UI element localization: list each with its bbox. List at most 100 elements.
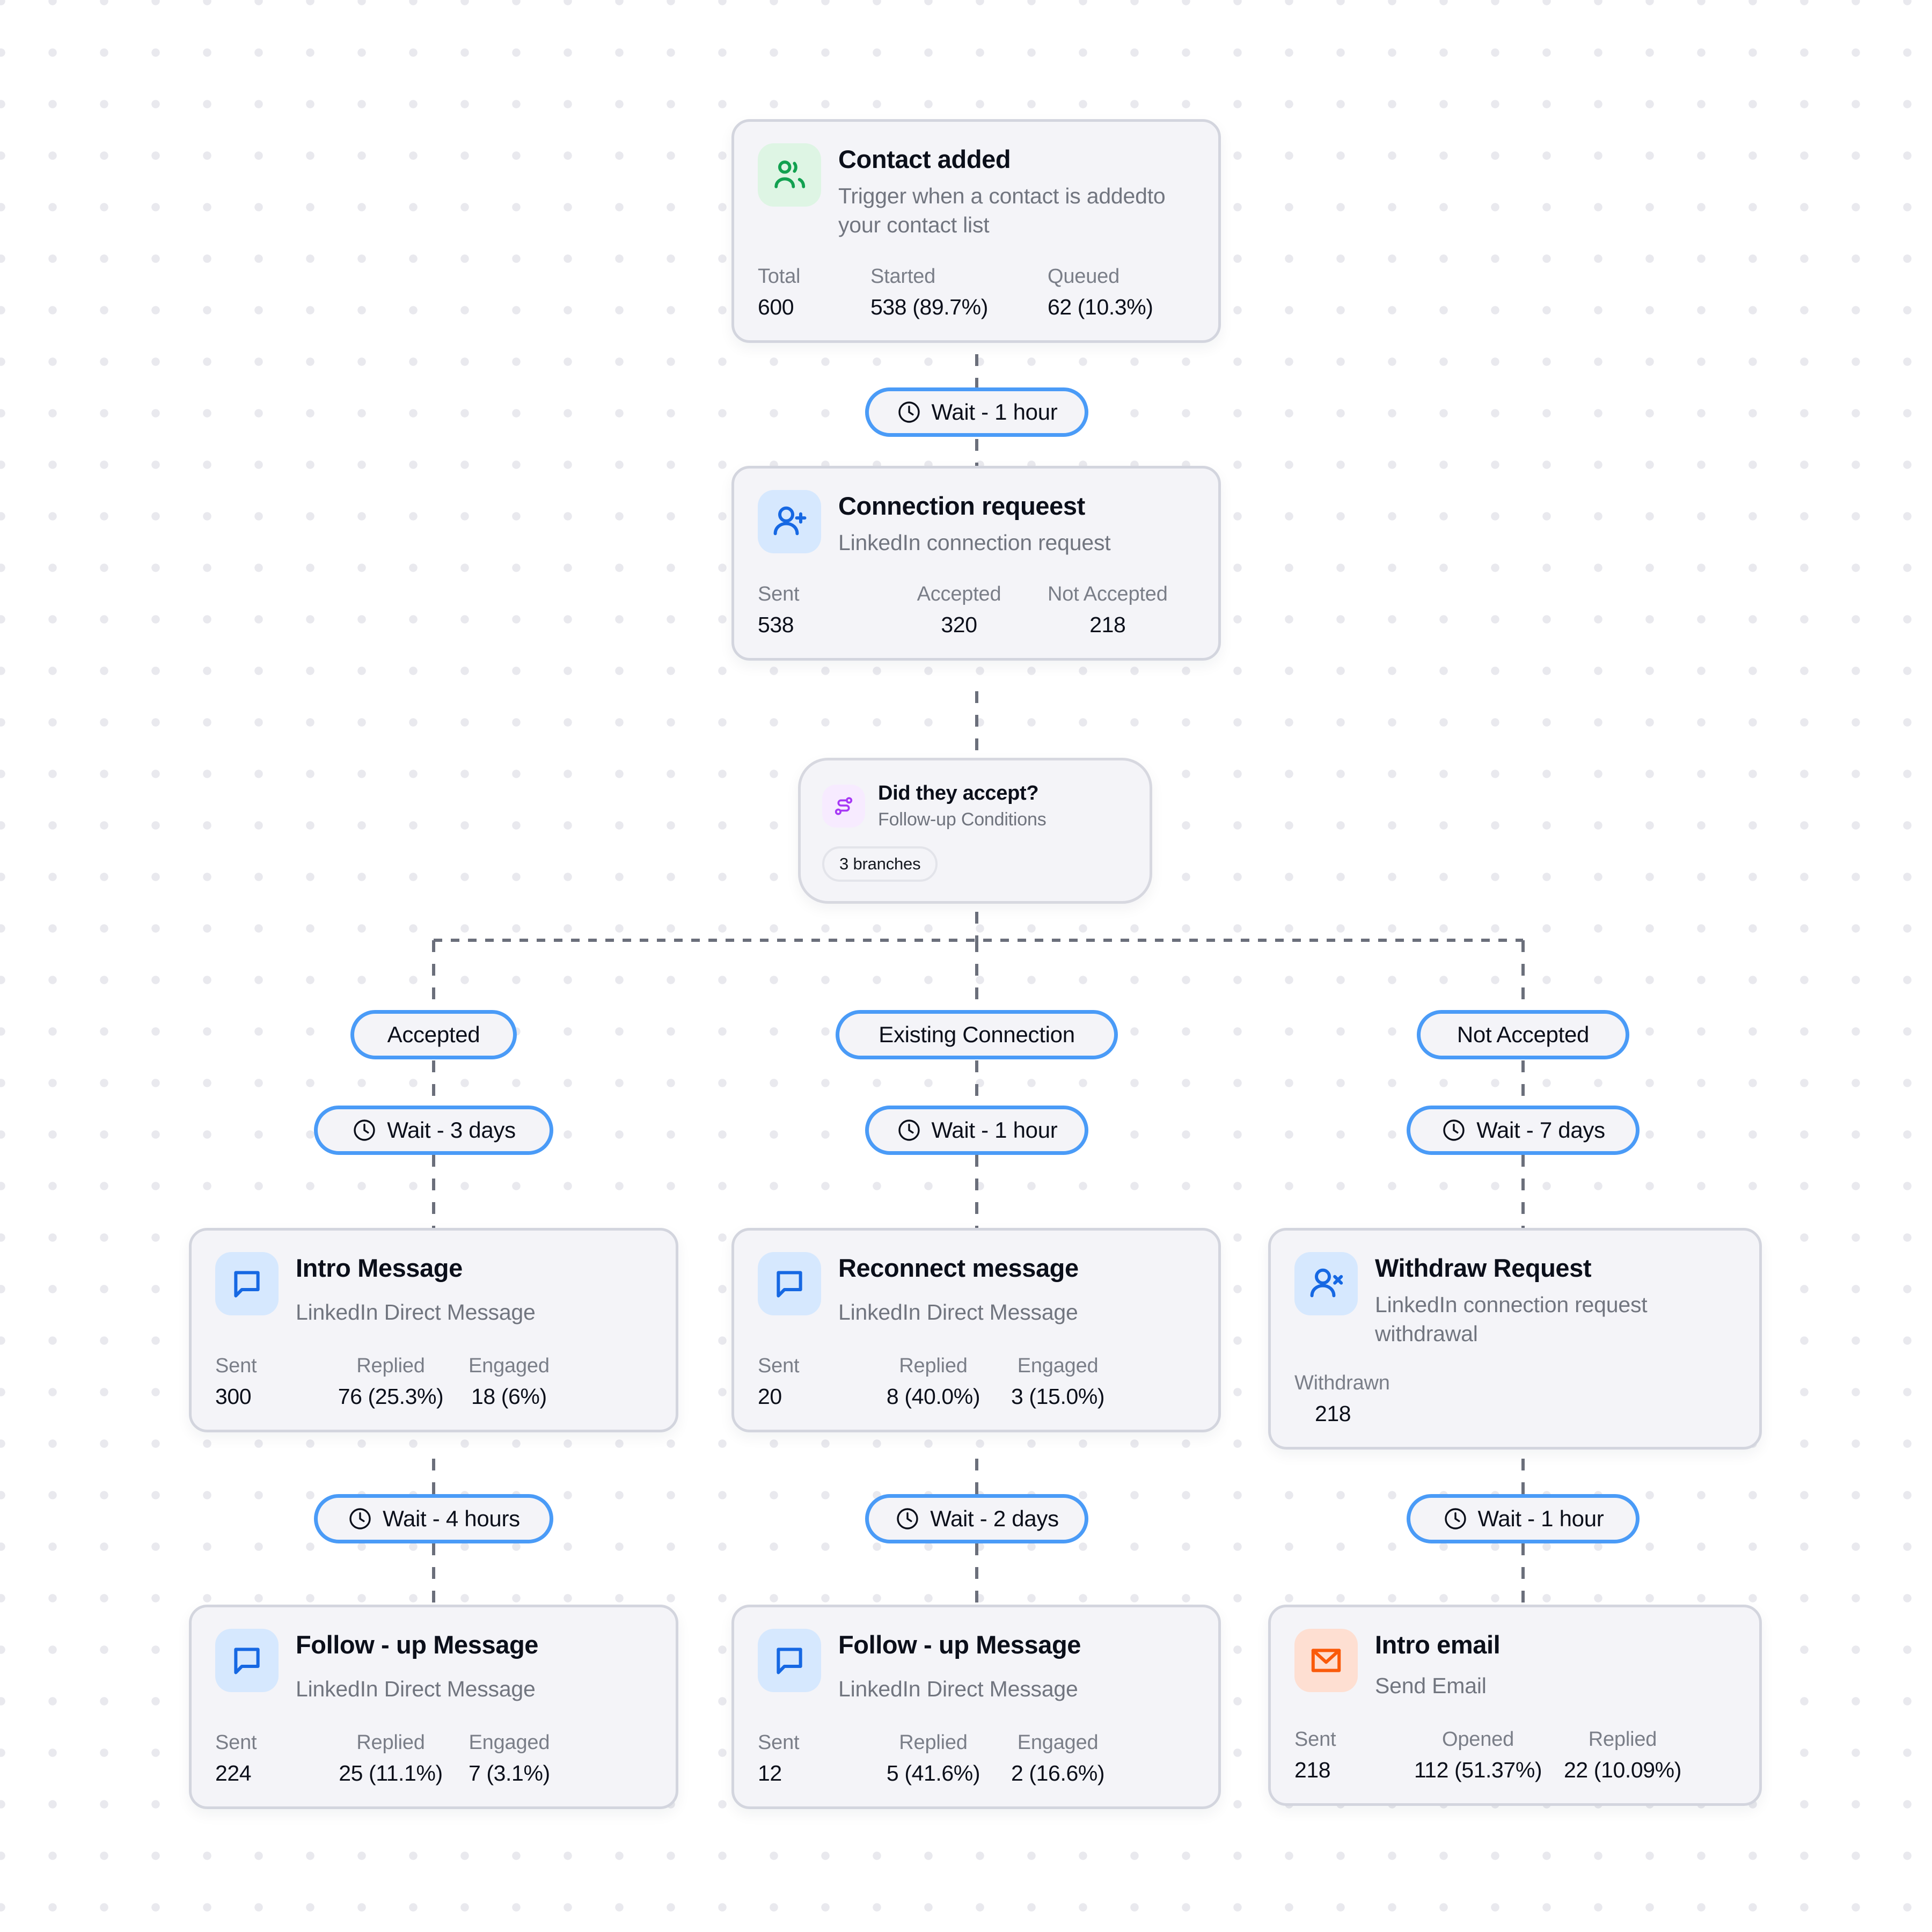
stat-engaged: Engaged 3 (15.0%) bbox=[1011, 1355, 1105, 1409]
node-header: Follow - up Message LinkedIn Direct Mess… bbox=[758, 1629, 1195, 1703]
message-icon bbox=[758, 1252, 821, 1315]
stat-started: Started 538 (89.7%) bbox=[870, 265, 1048, 320]
wait-label: Wait - 7 days bbox=[1476, 1117, 1605, 1143]
node-stats: Withdrawn 218 bbox=[1294, 1372, 1736, 1426]
wait-label: Wait - 2 days bbox=[930, 1506, 1059, 1531]
node-text-block: Follow - up Message LinkedIn Direct Mess… bbox=[296, 1629, 538, 1703]
node-stats: Total 600 Started 538 (89.7%) Queued 62 … bbox=[758, 265, 1195, 320]
node-intro-email[interactable]: Intro email Send Email Sent 218 Opened 1… bbox=[1268, 1605, 1762, 1806]
wait-node-middle-1[interactable]: Wait - 1 hour bbox=[865, 1106, 1088, 1155]
stat-sent: Sent 218 bbox=[1294, 1728, 1392, 1783]
node-text-block: Withdraw Request LinkedIn connection req… bbox=[1375, 1252, 1736, 1348]
node-text-block: Intro email Send Email bbox=[1375, 1629, 1501, 1700]
stat-queued: Queued 62 (10.3%) bbox=[1048, 265, 1153, 320]
branch-label-accepted[interactable]: Accepted bbox=[350, 1010, 517, 1059]
stat-value: 76 (25.3%) bbox=[338, 1384, 444, 1409]
stat-engaged: Engaged 18 (6%) bbox=[469, 1355, 550, 1409]
stat-value: 2 (16.6%) bbox=[1011, 1760, 1105, 1785]
node-stats: Sent 218 Opened 112 (51.37%) Replied 22 … bbox=[1294, 1728, 1736, 1783]
wait-node-top[interactable]: Wait - 1 hour bbox=[865, 387, 1088, 437]
stat-engaged: Engaged 2 (16.6%) bbox=[1011, 1731, 1105, 1786]
stat-value: 7 (3.1%) bbox=[469, 1760, 550, 1785]
node-stats: Sent 300 Replied 76 (25.3%) Engaged 18 (… bbox=[215, 1355, 652, 1409]
branch-label: Accepted bbox=[387, 1022, 480, 1047]
stat-label: Replied bbox=[356, 1731, 425, 1754]
stat-not-accepted: Not Accepted 218 bbox=[1048, 583, 1168, 638]
node-subtitle: LinkedIn Direct Message bbox=[838, 1676, 1078, 1701]
node-stats: Sent 224 Replied 25 (11.1%) Engaged 7 (3… bbox=[215, 1731, 652, 1786]
node-header: Contact added Trigger when a contact is … bbox=[758, 143, 1195, 239]
stat-label: Withdrawn bbox=[1294, 1371, 1390, 1394]
node-reconnect-message[interactable]: Reconnect message LinkedIn Direct Messag… bbox=[731, 1228, 1221, 1432]
stat-accepted: Accepted 320 bbox=[870, 583, 1048, 638]
stat-value: 22 (10.09%) bbox=[1564, 1757, 1681, 1782]
wait-node-right-2[interactable]: Wait - 1 hour bbox=[1407, 1494, 1640, 1543]
node-text-block: Reconnect message LinkedIn Direct Messag… bbox=[838, 1252, 1079, 1327]
branch-label: Existing Connection bbox=[879, 1022, 1075, 1047]
stat-label: Replied bbox=[899, 1731, 968, 1754]
stat-label: Sent bbox=[758, 1731, 800, 1754]
node-subtitle: Send Email bbox=[1375, 1673, 1487, 1698]
node-intro-message[interactable]: Intro Message LinkedIn Direct Message Se… bbox=[189, 1228, 678, 1432]
stat-value: 600 bbox=[758, 294, 794, 319]
node-title: Withdraw Request bbox=[1375, 1254, 1592, 1282]
message-icon bbox=[758, 1629, 821, 1692]
stat-replied: Replied 76 (25.3%) bbox=[313, 1355, 469, 1409]
node-condition-did-they-accept[interactable]: Did they accept? Follow-up Conditions 3 … bbox=[798, 758, 1152, 904]
envelope-icon bbox=[1294, 1629, 1358, 1692]
stat-value: 320 bbox=[941, 612, 977, 637]
contacts-icon bbox=[758, 143, 821, 207]
wait-label: Wait - 1 hour bbox=[931, 1117, 1058, 1143]
node-subtitle: Trigger when a contact is addedto your c… bbox=[838, 183, 1166, 237]
branch-label-existing-connection[interactable]: Existing Connection bbox=[836, 1010, 1118, 1059]
node-subtitle: LinkedIn connection request withdrawal bbox=[1375, 1292, 1648, 1346]
node-text-block: Connection requeest LinkedIn connection … bbox=[838, 490, 1111, 557]
node-title: Connection requeest bbox=[838, 492, 1085, 520]
node-subtitle: LinkedIn Direct Message bbox=[296, 1299, 536, 1324]
message-icon bbox=[215, 1252, 279, 1315]
wait-node-middle-2[interactable]: Wait - 2 days bbox=[865, 1494, 1088, 1543]
clock-icon bbox=[898, 401, 920, 423]
stat-label: Sent bbox=[758, 582, 800, 605]
branch-label: Not Accepted bbox=[1457, 1022, 1590, 1047]
clock-icon bbox=[898, 1119, 920, 1141]
stat-value: 25 (11.1%) bbox=[339, 1760, 443, 1785]
clock-icon bbox=[1443, 1119, 1465, 1141]
node-followup-message-middle[interactable]: Follow - up Message LinkedIn Direct Mess… bbox=[731, 1605, 1221, 1809]
node-header: Reconnect message LinkedIn Direct Messag… bbox=[758, 1252, 1195, 1327]
stat-label: Engaged bbox=[1017, 1731, 1099, 1754]
node-text-block: Intro Message LinkedIn Direct Message bbox=[296, 1252, 536, 1327]
branch-label-not-accepted[interactable]: Not Accepted bbox=[1417, 1010, 1629, 1059]
wait-node-left-1[interactable]: Wait - 3 days bbox=[314, 1106, 553, 1155]
wait-node-right-1[interactable]: Wait - 7 days bbox=[1407, 1106, 1640, 1155]
stat-value: 62 (10.3%) bbox=[1048, 294, 1153, 319]
stat-label: Total bbox=[758, 265, 801, 288]
node-title: Follow - up Message bbox=[296, 1630, 539, 1659]
stat-opened: Opened 112 (51.37%) bbox=[1392, 1728, 1564, 1783]
clock-icon bbox=[354, 1119, 375, 1141]
node-title: Contact added bbox=[838, 145, 1011, 173]
stat-label: Sent bbox=[215, 1731, 257, 1754]
node-header: Withdraw Request LinkedIn connection req… bbox=[1294, 1252, 1736, 1348]
wait-node-left-2[interactable]: Wait - 4 hours bbox=[314, 1494, 553, 1543]
condition-header: Did they accept? Follow-up Conditions bbox=[822, 782, 1125, 830]
node-header: Connection requeest LinkedIn connection … bbox=[758, 490, 1195, 557]
node-connection-request[interactable]: Connection requeest LinkedIn connection … bbox=[731, 466, 1221, 661]
stat-sent: Sent 12 bbox=[758, 1731, 855, 1786]
stat-value: 112 (51.37%) bbox=[1414, 1757, 1542, 1782]
node-header: Intro email Send Email bbox=[1294, 1629, 1736, 1700]
stat-value: 3 (15.0%) bbox=[1011, 1384, 1105, 1409]
node-title: Intro email bbox=[1375, 1630, 1501, 1659]
node-contact-added[interactable]: Contact added Trigger when a contact is … bbox=[731, 119, 1221, 343]
node-followup-message-left[interactable]: Follow - up Message LinkedIn Direct Mess… bbox=[189, 1605, 678, 1809]
wait-label: Wait - 1 hour bbox=[931, 399, 1058, 425]
stat-label: Not Accepted bbox=[1048, 582, 1168, 605]
stat-value: 18 (6%) bbox=[471, 1384, 547, 1409]
branches-badge: 3 branches bbox=[822, 846, 938, 882]
node-withdraw-request[interactable]: Withdraw Request LinkedIn connection req… bbox=[1268, 1228, 1762, 1450]
node-header: Follow - up Message LinkedIn Direct Mess… bbox=[215, 1629, 652, 1703]
node-title: Intro Message bbox=[296, 1254, 463, 1282]
stat-replied: Replied 8 (40.0%) bbox=[855, 1355, 1011, 1409]
stat-value: 300 bbox=[215, 1384, 252, 1409]
